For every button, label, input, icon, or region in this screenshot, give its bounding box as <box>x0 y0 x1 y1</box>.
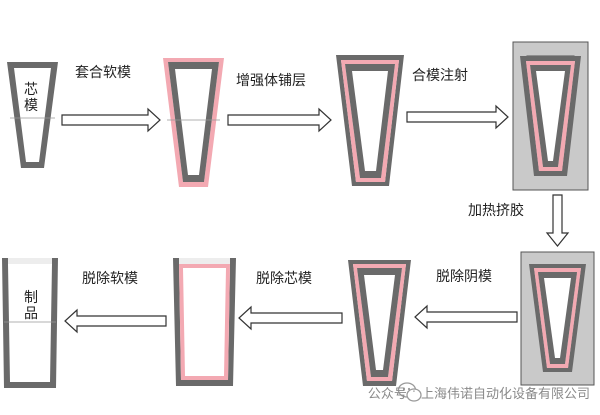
arrow-left-2 <box>238 305 343 331</box>
label-nest-soft-mold: 套合软模 <box>75 65 131 81</box>
soft-mold-layer <box>526 61 575 171</box>
label-remove-soft-mold: 脱除软模 <box>82 271 138 287</box>
top-edge <box>8 258 52 264</box>
label-core-mold: 芯模 <box>24 82 38 114</box>
wechat-icon <box>397 382 422 402</box>
stage-core-mold-removed <box>173 258 236 386</box>
stage-heating <box>520 251 595 386</box>
soft-mold-layer <box>163 58 224 187</box>
core-mold-shape <box>168 62 219 182</box>
core-mold-shape <box>530 65 571 167</box>
stage-soft-mold <box>163 58 224 187</box>
watermark-prefix: 公众号 <box>367 386 407 402</box>
stage-final-product <box>2 258 58 388</box>
top-edge <box>179 258 230 264</box>
stage-outer-mold-removed <box>348 260 411 386</box>
soft-mold-layer <box>534 268 581 368</box>
reinforcement-layer <box>520 56 581 176</box>
soft-mold-layer <box>341 60 399 182</box>
arrow-right-1 <box>61 107 161 133</box>
arrow-right-2 <box>227 107 332 133</box>
product-shell <box>2 258 58 388</box>
label-remove-outer-mold: 脱除阴模 <box>436 269 492 285</box>
arrow-down <box>545 194 570 247</box>
core-mold-shape <box>538 272 577 364</box>
soft-mold-layer <box>179 264 230 380</box>
watermark-company: 上海伟诺自动化设备有限公司 <box>420 386 590 402</box>
arrow-right-3 <box>406 104 509 130</box>
watermark: 公众号 · 上海伟诺自动化设备有限公司 <box>368 380 590 404</box>
label-remove-core-mold: 脱除芯模 <box>256 271 312 287</box>
label-reinforcement-layup: 增强体铺层 <box>236 73 306 89</box>
stage-injection <box>512 41 589 191</box>
stage-layup <box>336 55 404 186</box>
reinforcement-layer <box>529 264 586 372</box>
label-heat-squeeze: 加热挤胶 <box>468 203 524 219</box>
stage-core-mold <box>7 62 58 168</box>
core-mold-shape <box>357 268 402 377</box>
reinforcement-layer <box>348 260 411 386</box>
label-product: 制品 <box>24 290 38 322</box>
soft-mold-layer <box>353 264 406 381</box>
label-mold-injection: 合模注射 <box>412 68 468 84</box>
core-mold-shape <box>7 62 58 168</box>
arrow-left-1 <box>414 304 518 330</box>
product-shell <box>173 258 236 386</box>
arrow-left-3 <box>64 308 167 334</box>
core-mold-shape <box>345 64 395 178</box>
watermark-separator: · <box>411 384 416 400</box>
